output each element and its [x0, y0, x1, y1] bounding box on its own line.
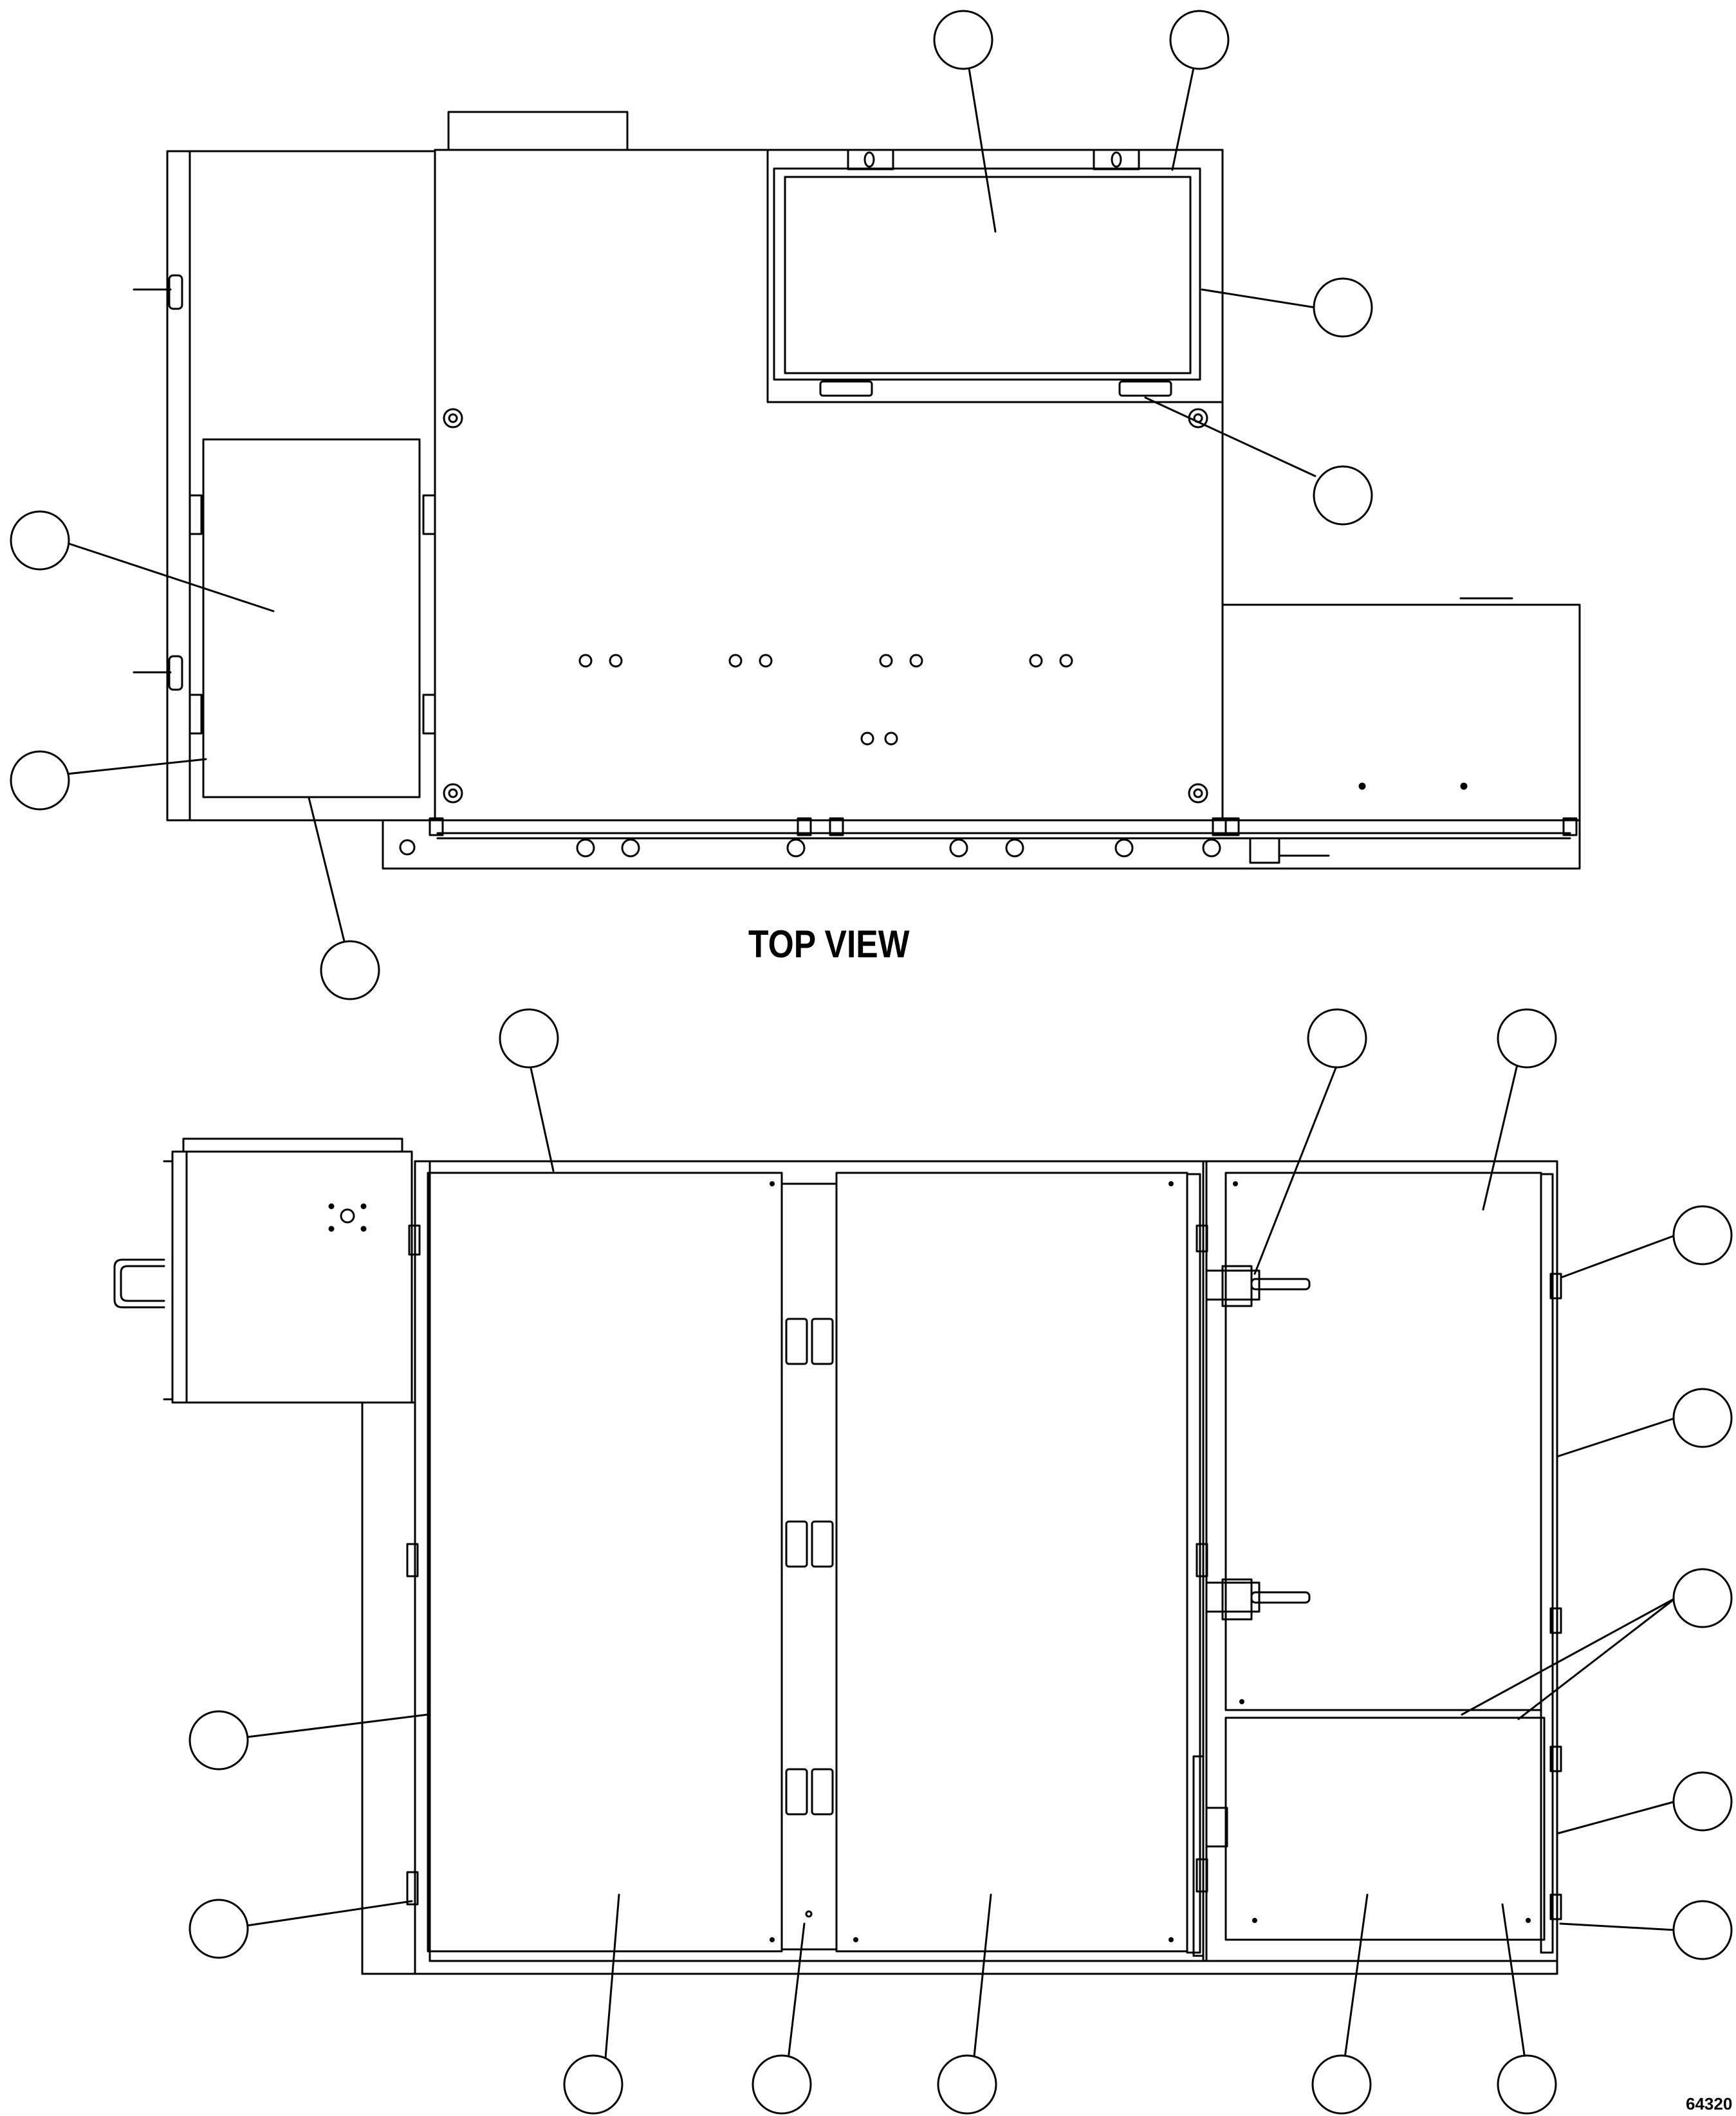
callout-bubble: [320, 940, 380, 1000]
callout-bubble: [1672, 1205, 1733, 1265]
figure-number: 64320: [1686, 2094, 1733, 2113]
front-view: [113, 1137, 1562, 1975]
callout-bubble: [10, 750, 70, 811]
callout-bubble: [1307, 1008, 1367, 1069]
callout-bubble: [1672, 1771, 1733, 1832]
callout-bubble: [1672, 1388, 1733, 1448]
callout-bubble: [1497, 1008, 1557, 1069]
callout-bubble: [1169, 10, 1230, 70]
callout-bubble: [1672, 1900, 1733, 1960]
callout-bubble: [1672, 1568, 1733, 1628]
callout-bubble: [933, 10, 993, 70]
callout-bubble: [563, 2054, 623, 2115]
leader-lines: [66, 60, 1677, 2083]
callout-bubble: [1311, 2054, 1372, 2115]
callout-bubble: [1497, 2054, 1557, 2115]
callout-bubble: [752, 2054, 812, 2115]
top-view: [133, 111, 1581, 870]
callout-bubbles: [10, 10, 1733, 2115]
callout-bubble: [1313, 465, 1373, 526]
callout-bubble: [1313, 277, 1373, 338]
callout-bubble: [189, 1899, 249, 1959]
callout-bubble: [10, 510, 70, 571]
callout-bubble: [499, 1008, 559, 1069]
view-title: TOP VIEW: [748, 923, 910, 966]
callout-bubble: [189, 1710, 249, 1771]
callout-bubble: [937, 2054, 997, 2115]
